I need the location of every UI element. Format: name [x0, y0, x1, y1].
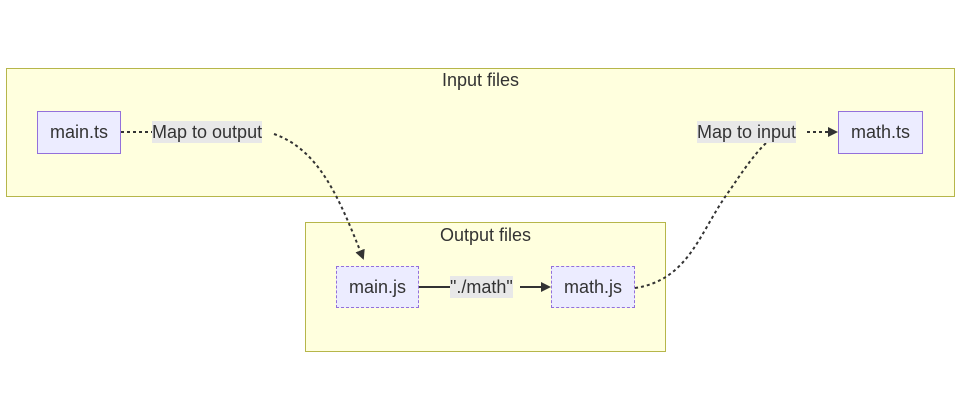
- edge-label-map-to-output: Map to output: [152, 121, 263, 143]
- edge-label-math-import: "./math": [450, 276, 513, 298]
- node-main-js: main.js: [336, 266, 419, 308]
- node-math-js: math.js: [551, 266, 635, 308]
- node-math-ts: math.ts: [838, 111, 923, 154]
- edge-label-map-to-input: Map to input: [697, 121, 797, 143]
- edge-main-ts-to-main-js: [121, 131, 363, 258]
- output-files-title: Output files: [439, 225, 532, 245]
- edge-math-js-to-math-ts: [634, 132, 836, 289]
- input-files-title: Input files: [441, 70, 520, 90]
- node-main-ts: main.ts: [37, 111, 121, 154]
